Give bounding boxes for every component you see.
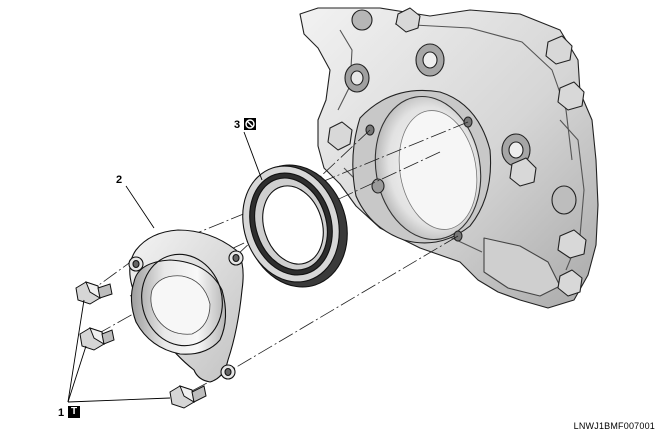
bolt-lower	[169, 385, 207, 409]
callout-number-3: 3	[234, 119, 241, 131]
do-not-reuse-icon	[244, 118, 256, 130]
leader-lines	[67, 131, 263, 403]
oil-seal-adapter	[128, 229, 244, 383]
bolt-upper	[75, 281, 113, 305]
diagram-reference-code: LNWJ1BMF007001	[573, 421, 655, 431]
callout-number-1: 1	[58, 407, 65, 419]
engine-front-cover	[299, 7, 599, 309]
callout-number-2: 2	[116, 174, 123, 186]
adapter-bolts	[75, 281, 207, 409]
torque-icon: T	[68, 406, 80, 418]
crankshaft-oil-seal	[242, 164, 348, 288]
bolt-middle	[79, 327, 115, 351]
